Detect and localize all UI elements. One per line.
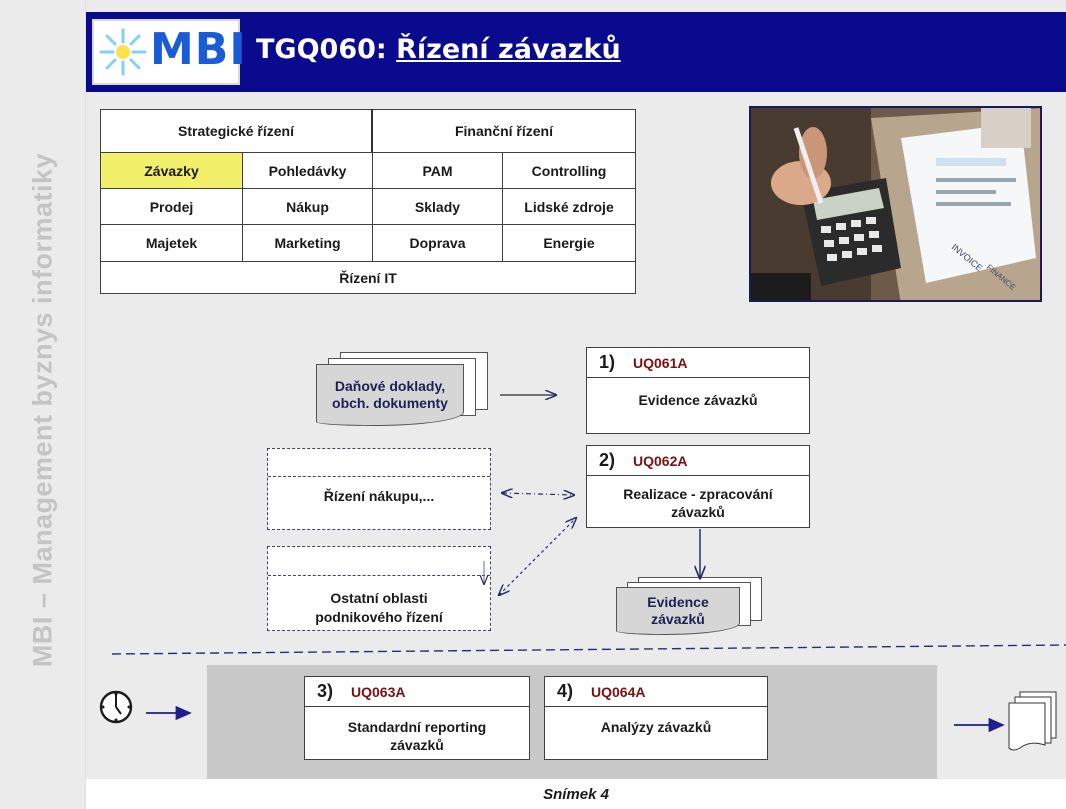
- related-area-ostatni: Ostatní oblasti podnikového řízení: [267, 546, 491, 631]
- input-documents-label: Daňové doklady,obch. dokumenty: [316, 364, 464, 426]
- cell-controlling: Controlling: [502, 152, 636, 189]
- calculator-invoice-photo: INVOICE FINANCE: [749, 106, 1042, 302]
- process-code: UQ062A: [633, 453, 688, 469]
- cell-pohledavky: Pohledávky: [242, 152, 373, 189]
- process-code: UQ063A: [351, 684, 406, 700]
- cell-energie: Energie: [502, 224, 636, 262]
- cell-zavazky: Závazky: [100, 152, 243, 189]
- process-box-uq064a[interactable]: 4) UQ064A Analýzy závazků: [544, 676, 768, 760]
- document-stack-icon: [1008, 691, 1057, 751]
- cell-nakup: Nákup: [242, 188, 373, 225]
- cell-marketing: Marketing: [242, 224, 373, 262]
- input-documents-stack: Daňové doklady,obch. dokumenty: [316, 352, 491, 438]
- cell-strategic: Strategické řízení: [100, 109, 372, 153]
- box-number: 1): [599, 352, 616, 372]
- sidebar: MBI – Management byznys informatiky: [0, 0, 86, 809]
- process-code: UQ061A: [633, 355, 688, 371]
- cell-lidske-zdroje: Lidské zdroje: [502, 188, 636, 225]
- separator-dashed-line: [111, 644, 1066, 655]
- title-main: Řízení závazků: [396, 34, 621, 65]
- mbi-logo: MBI: [92, 19, 246, 85]
- box-number: 4): [557, 681, 574, 701]
- process-label: Evidence závazků: [638, 392, 758, 408]
- cell-financial: Finanční řízení: [371, 109, 636, 153]
- box-number: 2): [599, 450, 616, 470]
- process-code: UQ064A: [591, 684, 646, 700]
- box-number: 3): [317, 681, 334, 701]
- cell-sklady: Sklady: [372, 188, 503, 225]
- slide-number: Snímek 4: [543, 785, 609, 803]
- page-title: TGQ060: Řízení závazků: [256, 34, 621, 65]
- arrow-nakup-to-box2: [502, 493, 574, 495]
- cell-rizeni-it: Řízení IT: [100, 261, 636, 294]
- related-area-nakup: Řízení nákupu,...: [267, 448, 491, 530]
- sidebar-title: MBI – Management byznys informatiky: [27, 152, 58, 668]
- cell-pam: PAM: [372, 152, 503, 189]
- logo-text: MBI: [150, 24, 247, 75]
- cell-doprava: Doprava: [372, 224, 503, 262]
- header-bar: MBI TGQ060: Řízení závazků: [86, 12, 1066, 92]
- sun-icon: [99, 28, 147, 76]
- process-box-uq061a[interactable]: 1) UQ061A Evidence závazků: [586, 347, 810, 434]
- cell-prodej: Prodej: [100, 188, 243, 225]
- process-label: Analýzy závazků: [600, 719, 712, 735]
- slide-footer: Snímek 4: [86, 779, 1066, 809]
- cell-majetek: Majetek: [100, 224, 243, 262]
- title-prefix: TGQ060:: [256, 34, 397, 65]
- arrow-ostatni-to-box2: [499, 518, 576, 595]
- clock-icon: [99, 690, 133, 724]
